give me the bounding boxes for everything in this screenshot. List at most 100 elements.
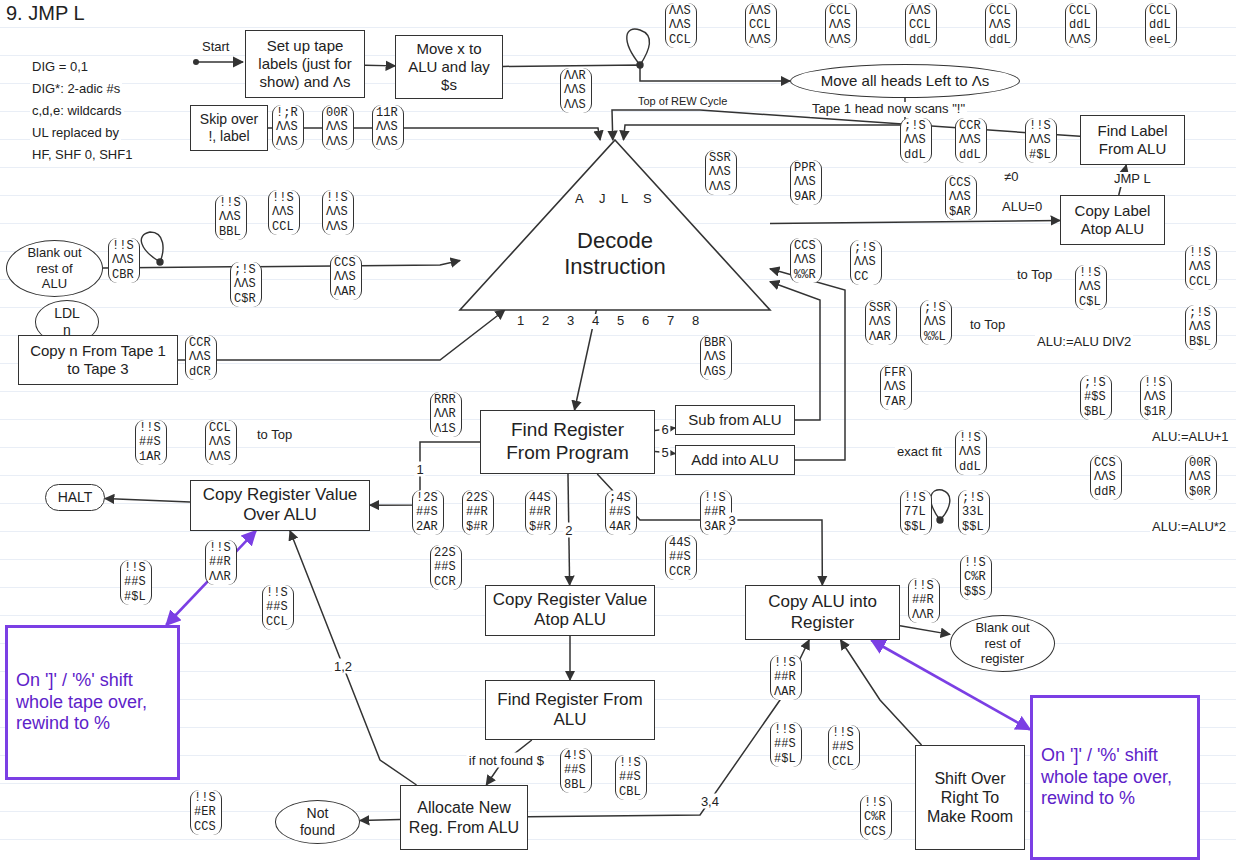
transition-label: !!S ##S 1AR [135,420,167,465]
node-text: Move x to ALU and lay $s [402,40,496,94]
transition-label: ;!S ΛΛS B$L [1185,305,1217,350]
note-label: S [641,192,654,207]
note-label: ALU=0 [1000,200,1044,215]
note-label: to Top [968,318,1007,333]
transition-label: !!S ΛΛS CBR [108,238,140,283]
note-label: 5 [615,314,626,329]
note-oval: Move all heads Left to Λs [790,64,1020,98]
note-label: J [597,192,608,207]
note-oval: Blank out rest of ALU [6,240,103,297]
transition-label: PPR ΛΛS 9AR [790,160,822,205]
transition-label: CCS ΛΛS %%R [790,238,822,283]
note-label: HF, SHF 0, SHF1 [30,148,134,163]
transition-label: BBR ΛΛS ΛGS [700,335,732,380]
flow-arrow [365,65,395,67]
process-box: Set up tape labels (just for show) and Λ… [245,30,365,98]
flow-arrow [103,260,460,268]
transition-label: !!S C%R CCS [860,795,892,840]
transition-label: SSR ΛΛS ΛΛS [705,150,737,195]
transition-label: !!S ##S CCL [828,725,860,770]
transition-label: ;!S ΛΛS ddL [900,118,932,163]
note-label: 2 [540,314,551,329]
process-box: Shift Over Right To Make Room [915,745,1025,850]
transition-label: !!S ##S #$L [120,560,152,605]
node-text: Shift Over Right To Make Room [922,769,1018,827]
transition-label: !!S ΛΛS CCL [1185,245,1217,290]
transition-label: RRR ΛΛR Λ1S [430,392,462,437]
transition-label: CCL ΛΛS ddL [985,3,1017,48]
process-box: Sub from ALU [675,405,795,435]
transition-label: !!S ΛΛS ΛΛS [322,190,354,235]
note-label: A [573,192,586,207]
transition-label: !;R ΛΛS ΛΛS [272,105,304,150]
transition-label: 44S ##R $#R [525,490,557,535]
transition-label: 44S ##S CCR [665,535,697,580]
flow-arrow [770,221,1060,224]
flow-arrow [770,282,820,420]
transition-label: 00R ΛΛS ΛΛS [322,105,354,150]
node-text: HALT [58,489,93,506]
transition-label: 11R ΛΛS ΛΛS [372,105,404,150]
process-box: Move x to ALU and lay $s [395,35,503,99]
node-text: Skip over !, label [197,111,261,145]
process-box: Copy n From Tape 1 to Tape 3 [18,335,178,385]
node-text: Find Register From ALU [492,690,648,731]
note-label: to Top [1015,268,1054,283]
node-text: Decode Instruction [540,228,690,281]
transition-label: !!S ##R ΛAR [770,655,802,700]
process-box: Find Register From Program [480,410,655,474]
edge-label: 2 [563,522,574,537]
note-label: ALU:=ALU DIV2 [1035,335,1133,350]
process-box: Add into ALU [675,445,795,475]
node-text: Sub from ALU [688,411,781,429]
transition-label: ΛΛS ΛΛS CCL [665,3,697,48]
process-box: Find Register From ALU [485,680,655,740]
callout-arrow [166,531,256,625]
start-arrow [193,59,243,65]
transition-label: CCL ddL ΛΛS [1065,3,1097,48]
note-label: 1 [515,314,526,329]
node-text: Not found [292,805,343,839]
note-label: Start [200,40,231,55]
node-text: Copy Register Value Atop ALU [492,590,648,631]
transition-label: !!S C%R $$S [960,555,992,600]
transition-label: ΛΛS CCL ΛΛS [745,3,777,48]
note-label: UL replaced by [30,126,121,141]
process-box: Allocate New Reg. From ALU [400,785,528,850]
transition-label: CCL ddL eeL [1145,3,1177,48]
transition-label: 22S ##R $#R [462,490,494,535]
transition-label: !!S ΛΛS CCL [268,190,300,235]
process-box: Copy ALU into Register [745,585,900,640]
node-text: On ']' / '%' shift whole tape over, rewi… [1041,745,1189,810]
transition-label: !!S ΛΛS #$L [1025,118,1057,163]
page-title: 9. JMP L [4,2,87,25]
note-label: 6 [640,314,651,329]
node-text: LDL n [52,305,82,339]
callout-box: On ']' / '%' shift whole tape over, rewi… [5,625,180,780]
flow-arrow [290,531,417,785]
transition-label: !!S ##R ΛΛR [908,578,940,623]
note-label: 8 [690,314,701,329]
note-oval: Not found [275,800,360,844]
flow-arrow [597,474,822,585]
transition-label: 22S ##S CCR [430,545,462,590]
node-text: Copy ALU into Register [752,592,893,633]
note-label: c,d,e: wildcards [30,104,124,119]
note-label: 7 [665,314,676,329]
node-text: Set up tape labels (just for show) and Λ… [252,37,358,91]
transition-label: !2S ##S 2AR [412,490,444,535]
edge-label: 3 [726,513,737,528]
transition-label: !!S ΛΛS $1R [1140,375,1172,420]
node-text: Copy Register Value Over ALU [197,485,363,526]
transition-label: !!S #ER CCS [190,790,222,835]
transition-label: CCR ΛΛS dCR [185,335,217,380]
flow-arrow [178,310,505,360]
transition-label: FFR ΛΛS 7AR [880,365,912,410]
transition-label: !!S ##S #$L [770,722,802,767]
note-label: to Top [255,428,294,443]
note-oval: Blank out rest of register [950,615,1055,672]
note-label: 4 [590,314,601,329]
flow-arrow [503,65,790,81]
node-text: On ']' / '%' shift whole tape over, rewi… [16,670,169,735]
transition-label: CCS ΛΛS ΛAR [330,255,362,300]
